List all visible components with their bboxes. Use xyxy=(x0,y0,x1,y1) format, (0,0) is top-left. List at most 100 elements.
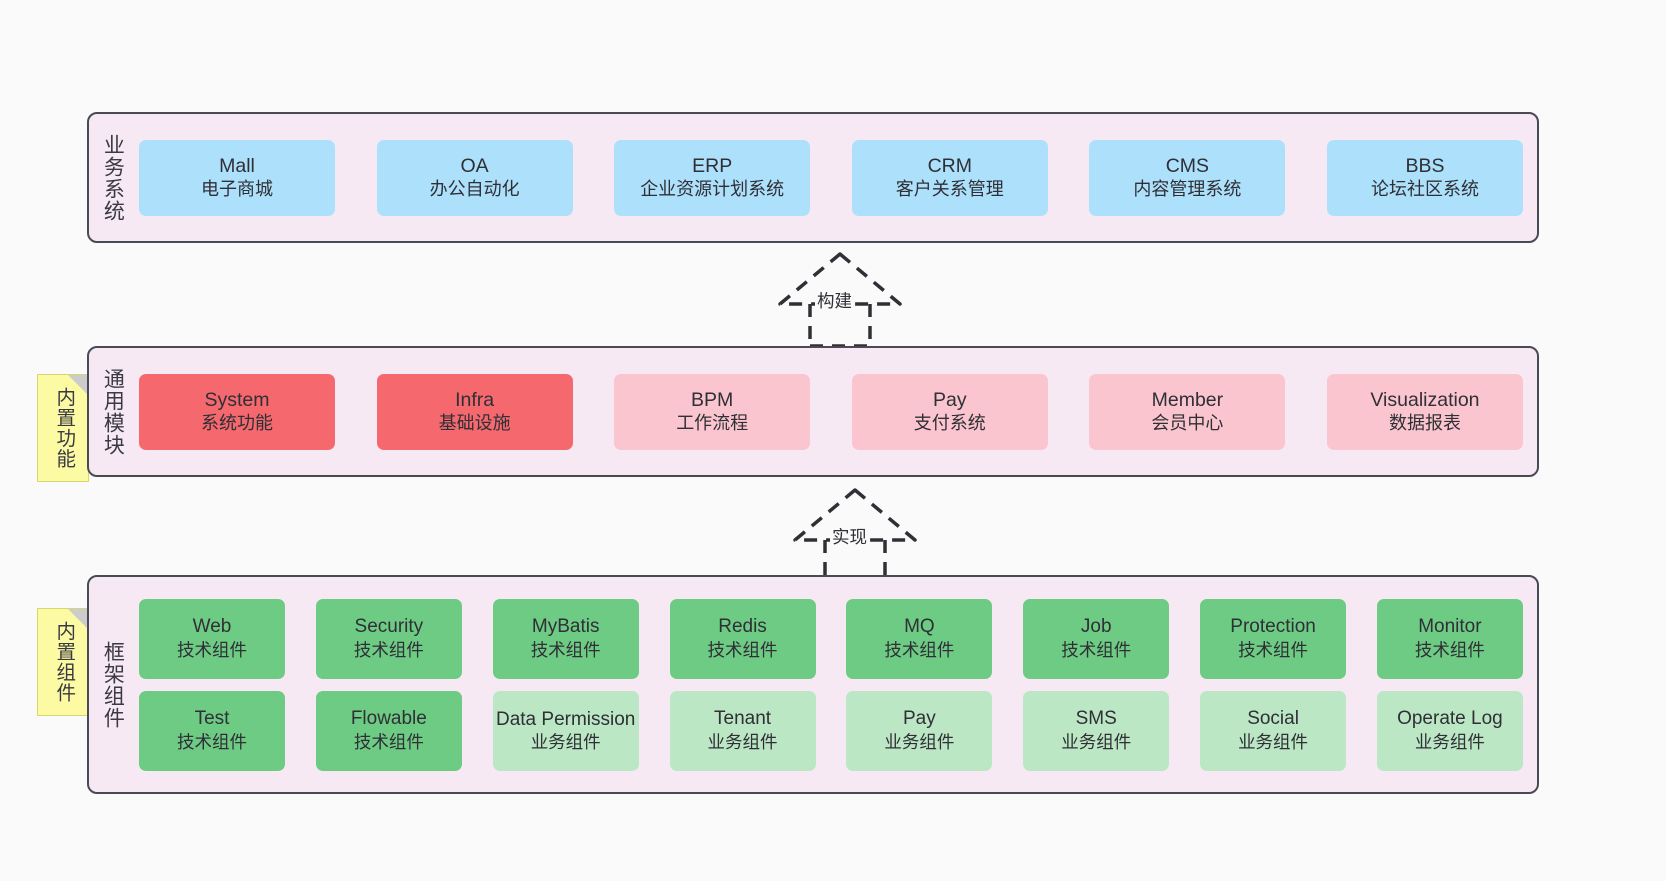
card-crm[interactable]: CRM 客户关系管理 xyxy=(851,139,1048,216)
layer-title-business-systems: 业务系统 xyxy=(101,133,125,222)
connector-implement-label: 实现 xyxy=(830,524,869,549)
card-subtitle: 电子商城 xyxy=(201,179,273,200)
card-subtitle: 技术组件 xyxy=(884,640,955,661)
card-title: Pay xyxy=(932,388,967,411)
card-subtitle: 客户关系管理 xyxy=(895,179,1004,200)
card-title: Member xyxy=(1151,388,1224,411)
card-member[interactable]: Member 会员中心 xyxy=(1089,373,1286,450)
card-pay-module[interactable]: Pay 支付系统 xyxy=(851,373,1048,450)
card-system[interactable]: System 系统功能 xyxy=(139,373,335,450)
card-subtitle: 业务组件 xyxy=(707,732,778,753)
layer-title-general-modules: 通用模块 xyxy=(101,367,125,456)
framework-card-row-business: Test 技术组件 Flowable 技术组件 Data Permission … xyxy=(139,690,1523,771)
card-subtitle: 技术组件 xyxy=(353,640,424,661)
card-flowable[interactable]: Flowable 技术组件 xyxy=(315,690,462,771)
card-subtitle: 基础设施 xyxy=(438,413,511,434)
card-subtitle: 系统功能 xyxy=(201,413,273,434)
layer-body-business-systems: Mall 电子商城 OA 办公自动化 ERP 企业资源计划系统 CRM 客户关系… xyxy=(135,114,1537,241)
card-web[interactable]: Web 技术组件 xyxy=(139,598,285,679)
card-subtitle: 技术组件 xyxy=(1238,640,1309,661)
connector-build-label: 构建 xyxy=(815,288,854,313)
card-sms[interactable]: SMS 业务组件 xyxy=(1023,690,1170,771)
card-title: System xyxy=(204,388,270,411)
card-cms[interactable]: CMS 内容管理系统 xyxy=(1089,139,1286,216)
card-subtitle: 技术组件 xyxy=(1414,640,1485,661)
card-title: BPM xyxy=(691,388,734,411)
business-card-row: Mall 电子商城 OA 办公自动化 ERP 企业资源计划系统 CRM 客户关系… xyxy=(139,139,1523,216)
card-subtitle: 数据报表 xyxy=(1388,413,1461,434)
card-redis[interactable]: Redis 技术组件 xyxy=(669,598,816,679)
card-title: Protection xyxy=(1230,616,1316,638)
framework-card-row-tech: Web 技术组件 Security 技术组件 MyBatis 技术组件 Redi… xyxy=(139,598,1523,679)
card-test[interactable]: Test 技术组件 xyxy=(139,690,285,771)
note-builtin-function: 内置功能 xyxy=(37,374,89,482)
card-tenant[interactable]: Tenant 业务组件 xyxy=(669,690,816,771)
card-monitor[interactable]: Monitor 技术组件 xyxy=(1376,598,1523,679)
card-title: Web xyxy=(192,616,232,638)
card-subtitle: 会员中心 xyxy=(1151,413,1224,434)
card-bbs[interactable]: BBS 论坛社区系统 xyxy=(1326,139,1523,216)
layer-body-general-modules: System 系统功能 Infra 基础设施 BPM 工作流程 Pay 支付系统… xyxy=(135,348,1537,475)
card-title: Test xyxy=(194,708,230,730)
card-bpm[interactable]: BPM 工作流程 xyxy=(614,373,811,450)
card-subtitle: 业务组件 xyxy=(1061,732,1132,753)
card-subtitle: 企业资源计划系统 xyxy=(640,179,785,200)
card-data-permission[interactable]: Data Permission 业务组件 xyxy=(492,690,639,771)
note-builtin-components: 内置组件 xyxy=(37,608,89,716)
card-title: Visualization xyxy=(1370,388,1480,411)
card-title: MQ xyxy=(904,616,935,638)
card-subtitle: 业务组件 xyxy=(1238,732,1309,753)
card-subtitle: 技术组件 xyxy=(353,732,424,753)
card-visualization[interactable]: Visualization 数据报表 xyxy=(1326,373,1523,450)
card-erp[interactable]: ERP 企业资源计划系统 xyxy=(614,139,811,216)
connector-build: 构建 xyxy=(755,248,935,348)
layer-title-framework-components: 框架组件 xyxy=(101,640,125,729)
card-protection[interactable]: Protection 技术组件 xyxy=(1200,598,1347,679)
card-subtitle: 业务组件 xyxy=(884,732,955,753)
card-title: Monitor xyxy=(1418,616,1482,638)
card-subtitle: 业务组件 xyxy=(530,731,601,752)
card-title: Pay xyxy=(903,708,936,730)
note-builtin-components-label: 内置组件 xyxy=(52,621,75,703)
card-title: Social xyxy=(1247,708,1299,730)
card-job[interactable]: Job 技术组件 xyxy=(1023,598,1170,679)
connector-implement: 实现 xyxy=(770,484,950,584)
layer-business-systems: 业务系统 Mall 电子商城 OA 办公自动化 ERP 企业资源计划系统 CRM xyxy=(87,112,1539,243)
card-title: Tenant xyxy=(714,708,772,730)
note-fold-corner-icon xyxy=(68,375,88,395)
modules-card-row: System 系统功能 Infra 基础设施 BPM 工作流程 Pay 支付系统… xyxy=(139,373,1523,450)
card-title: BBS xyxy=(1405,154,1445,177)
card-title: Security xyxy=(354,616,424,638)
card-title: CMS xyxy=(1165,154,1210,177)
card-title: Mall xyxy=(219,154,255,177)
card-title: Infra xyxy=(455,388,495,411)
card-pay-component[interactable]: Pay 业务组件 xyxy=(846,690,993,771)
card-social[interactable]: Social 业务组件 xyxy=(1200,690,1347,771)
card-title: CRM xyxy=(927,154,972,177)
layer-general-modules: 通用模块 System 系统功能 Infra 基础设施 BPM 工作流程 Pay xyxy=(87,346,1539,477)
layer-framework-components: 框架组件 Web 技术组件 Security 技术组件 MyBatis 技术组件… xyxy=(87,575,1539,794)
note-fold-corner-icon xyxy=(68,609,88,629)
card-security[interactable]: Security 技术组件 xyxy=(315,598,462,679)
card-subtitle: 技术组件 xyxy=(707,640,778,661)
card-infra[interactable]: Infra 基础设施 xyxy=(376,373,573,450)
card-subtitle: 支付系统 xyxy=(913,413,986,434)
card-subtitle: 技术组件 xyxy=(530,640,601,661)
card-title: Data Permission xyxy=(495,708,636,730)
card-subtitle: 技术组件 xyxy=(1061,640,1132,661)
card-subtitle: 技术组件 xyxy=(177,640,247,661)
card-mall[interactable]: Mall 电子商城 xyxy=(139,139,335,216)
card-title: ERP xyxy=(692,154,733,177)
card-title: Job xyxy=(1080,616,1112,638)
card-oa[interactable]: OA 办公自动化 xyxy=(376,139,573,216)
card-title: OA xyxy=(460,154,489,177)
card-title: Operate Log xyxy=(1397,708,1503,730)
card-mybatis[interactable]: MyBatis 技术组件 xyxy=(492,598,639,679)
card-mq[interactable]: MQ 技术组件 xyxy=(846,598,993,679)
card-subtitle: 论坛社区系统 xyxy=(1370,179,1479,200)
card-subtitle: 办公自动化 xyxy=(429,179,520,200)
card-title: SMS xyxy=(1075,708,1117,730)
card-title: Flowable xyxy=(350,708,427,730)
card-title: Redis xyxy=(718,616,767,638)
card-operate-log[interactable]: Operate Log 业务组件 xyxy=(1376,690,1523,771)
